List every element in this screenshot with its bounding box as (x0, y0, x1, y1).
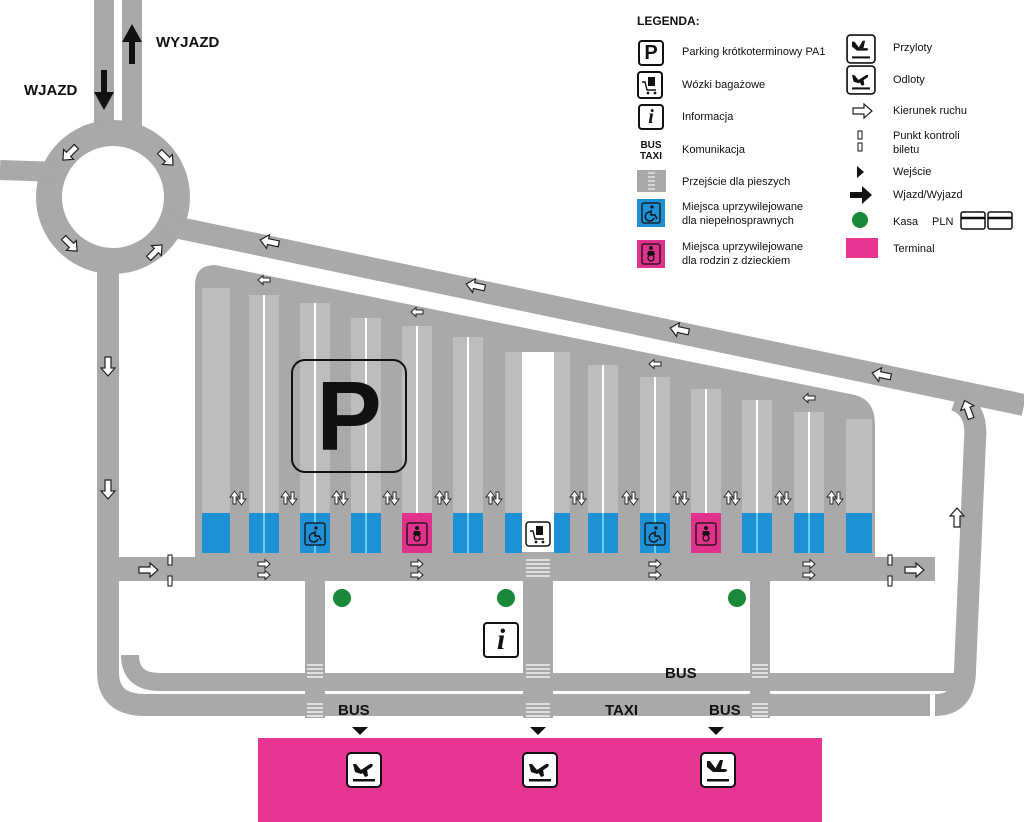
legend-entry-exit-arrow-icon (850, 186, 872, 204)
parking-stalls (202, 288, 872, 552)
legend-title: LEGENDA: (637, 14, 700, 28)
ticket-checkpoints (167, 554, 893, 587)
legend-label-departures: Odloty (893, 74, 925, 86)
legend-label-disabled: Miejsca uprzywilejowane dla niepełnospra… (682, 201, 804, 227)
parking-sign: P (291, 359, 407, 473)
legend-luggage-cart-icon (637, 71, 663, 99)
legend-label-direction: Kierunek ruchu (893, 105, 967, 117)
legend-parking-icon: P (638, 40, 664, 66)
legend-wheelchair-icon (637, 199, 665, 227)
legend-arrivals-icon (846, 34, 876, 64)
legend-family-icon (637, 240, 665, 268)
wheelchair-icon (304, 522, 326, 546)
bus-label-right: BUS (709, 702, 741, 719)
pedestrian-crossings (307, 559, 768, 717)
legend-label-luggage: Wózki bagażowe (682, 79, 766, 91)
bus-label-left: BUS (338, 702, 370, 719)
legend-label-info: Informacja (682, 111, 734, 123)
luggage-cart-icon (525, 521, 551, 547)
taxi-label: TAXI (605, 702, 639, 719)
legend-info-icon: i (638, 104, 664, 130)
entry-label: WJAZD (24, 82, 78, 99)
legend-label-entrance: Wejście (893, 166, 932, 178)
departures-icon (522, 752, 558, 788)
info-sign: i (483, 622, 519, 658)
exit-label: WYJAZD (156, 34, 220, 51)
cashier-icon (497, 589, 515, 607)
legend-label-arrivals: Przyloty (893, 42, 933, 54)
legend-cashier-icon (852, 212, 868, 228)
legend-label-crossing: Przejście dla pieszych (682, 176, 791, 188)
legend-traffic-direction-icon (852, 103, 873, 119)
legend-label-transport: Komunikacja (682, 144, 745, 156)
entry-arrow-icon (94, 70, 114, 110)
legend-card-icon (960, 211, 1013, 230)
legend-label-cashier: Kasa (893, 216, 919, 228)
priority-spots (202, 513, 872, 553)
legend-label-checkpoint: Punkt kontroli biletu (893, 130, 960, 156)
legend-label-currency: PLN (932, 216, 954, 228)
cashier-icon (728, 589, 746, 607)
family-icon (695, 522, 717, 546)
main-aisle (115, 557, 935, 581)
wheelchair-icon (644, 522, 666, 546)
legend-departures-icon (846, 65, 876, 95)
legend-ticket-checkpoint-icon (857, 130, 863, 152)
legend-label-entry-exit: Wjazd/Wyjazd (893, 189, 963, 201)
family-icon (406, 522, 428, 546)
entrance-markers (352, 727, 724, 735)
legend-label-terminal: Terminal (893, 243, 935, 255)
legend-terminal-icon (846, 238, 878, 258)
legend-label-parking: Parking krótkoterminowy PA1 (682, 46, 826, 58)
exit-arrow-icon (122, 24, 142, 64)
legend-bus-taxi-icon: BUS TAXI (639, 140, 663, 162)
legend-pedestrian-crossing-icon (637, 170, 666, 192)
cashier-icon (333, 589, 351, 607)
legend-entrance-icon (857, 166, 864, 178)
legend-label-family: Miejsca uprzywilejowane dla rodzin z dzi… (682, 241, 804, 267)
bus-label-mid: BUS (665, 665, 697, 682)
arrivals-icon (700, 752, 736, 788)
departures-icon (346, 752, 382, 788)
